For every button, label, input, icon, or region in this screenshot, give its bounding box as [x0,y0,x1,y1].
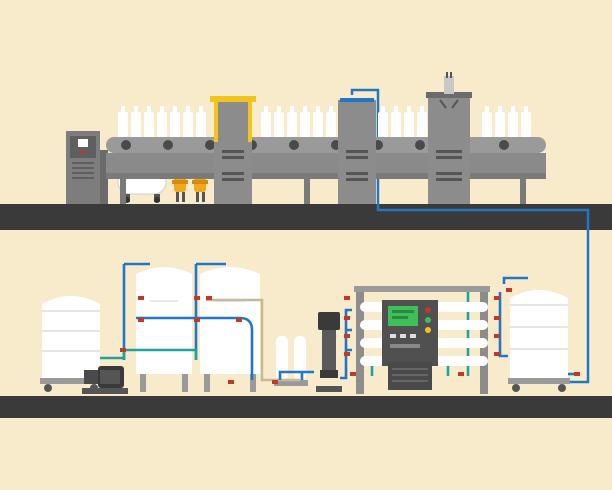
bottle [326,106,336,138]
conveyor-roller [415,140,425,150]
high-pressure-pump [316,312,342,392]
bottle [261,106,271,138]
bottle [482,106,492,138]
bottle [391,106,401,138]
bottle [521,106,531,138]
capping-station [426,72,472,204]
bottle [170,106,180,138]
valves [120,288,580,384]
filling-station-1 [210,96,256,204]
conveyor-roller [163,140,173,150]
conveyor-roller [289,140,299,150]
bottle [144,106,154,138]
sand-filter-tank [136,267,192,392]
bottle [274,106,284,138]
control-cabinet [66,131,108,204]
raw-water-storage-tank [40,296,102,392]
reverse-osmosis-unit [354,286,490,394]
bottle [157,106,167,138]
bottle [196,106,206,138]
upper-floor-slab [0,204,612,230]
conveyor-roller [205,140,215,150]
cartridge-filters [274,336,308,386]
bottle [118,106,128,138]
bottle [313,106,323,138]
bottle [495,106,505,138]
product-water-tank [508,290,570,392]
bottle [404,106,414,138]
bottle [417,106,427,138]
bottle [131,106,141,138]
conveyor-roller [499,140,509,150]
bottle [508,106,518,138]
feed-pump [82,366,128,394]
conveyor-roller [121,140,131,150]
filling-station-2 [338,98,376,204]
bottle [300,106,310,138]
bottle [183,106,193,138]
lower-floor-slab [0,396,612,418]
bottling-conveyor [106,137,546,204]
bottles-row [118,106,531,138]
bottle [378,106,388,138]
bottle [287,106,297,138]
